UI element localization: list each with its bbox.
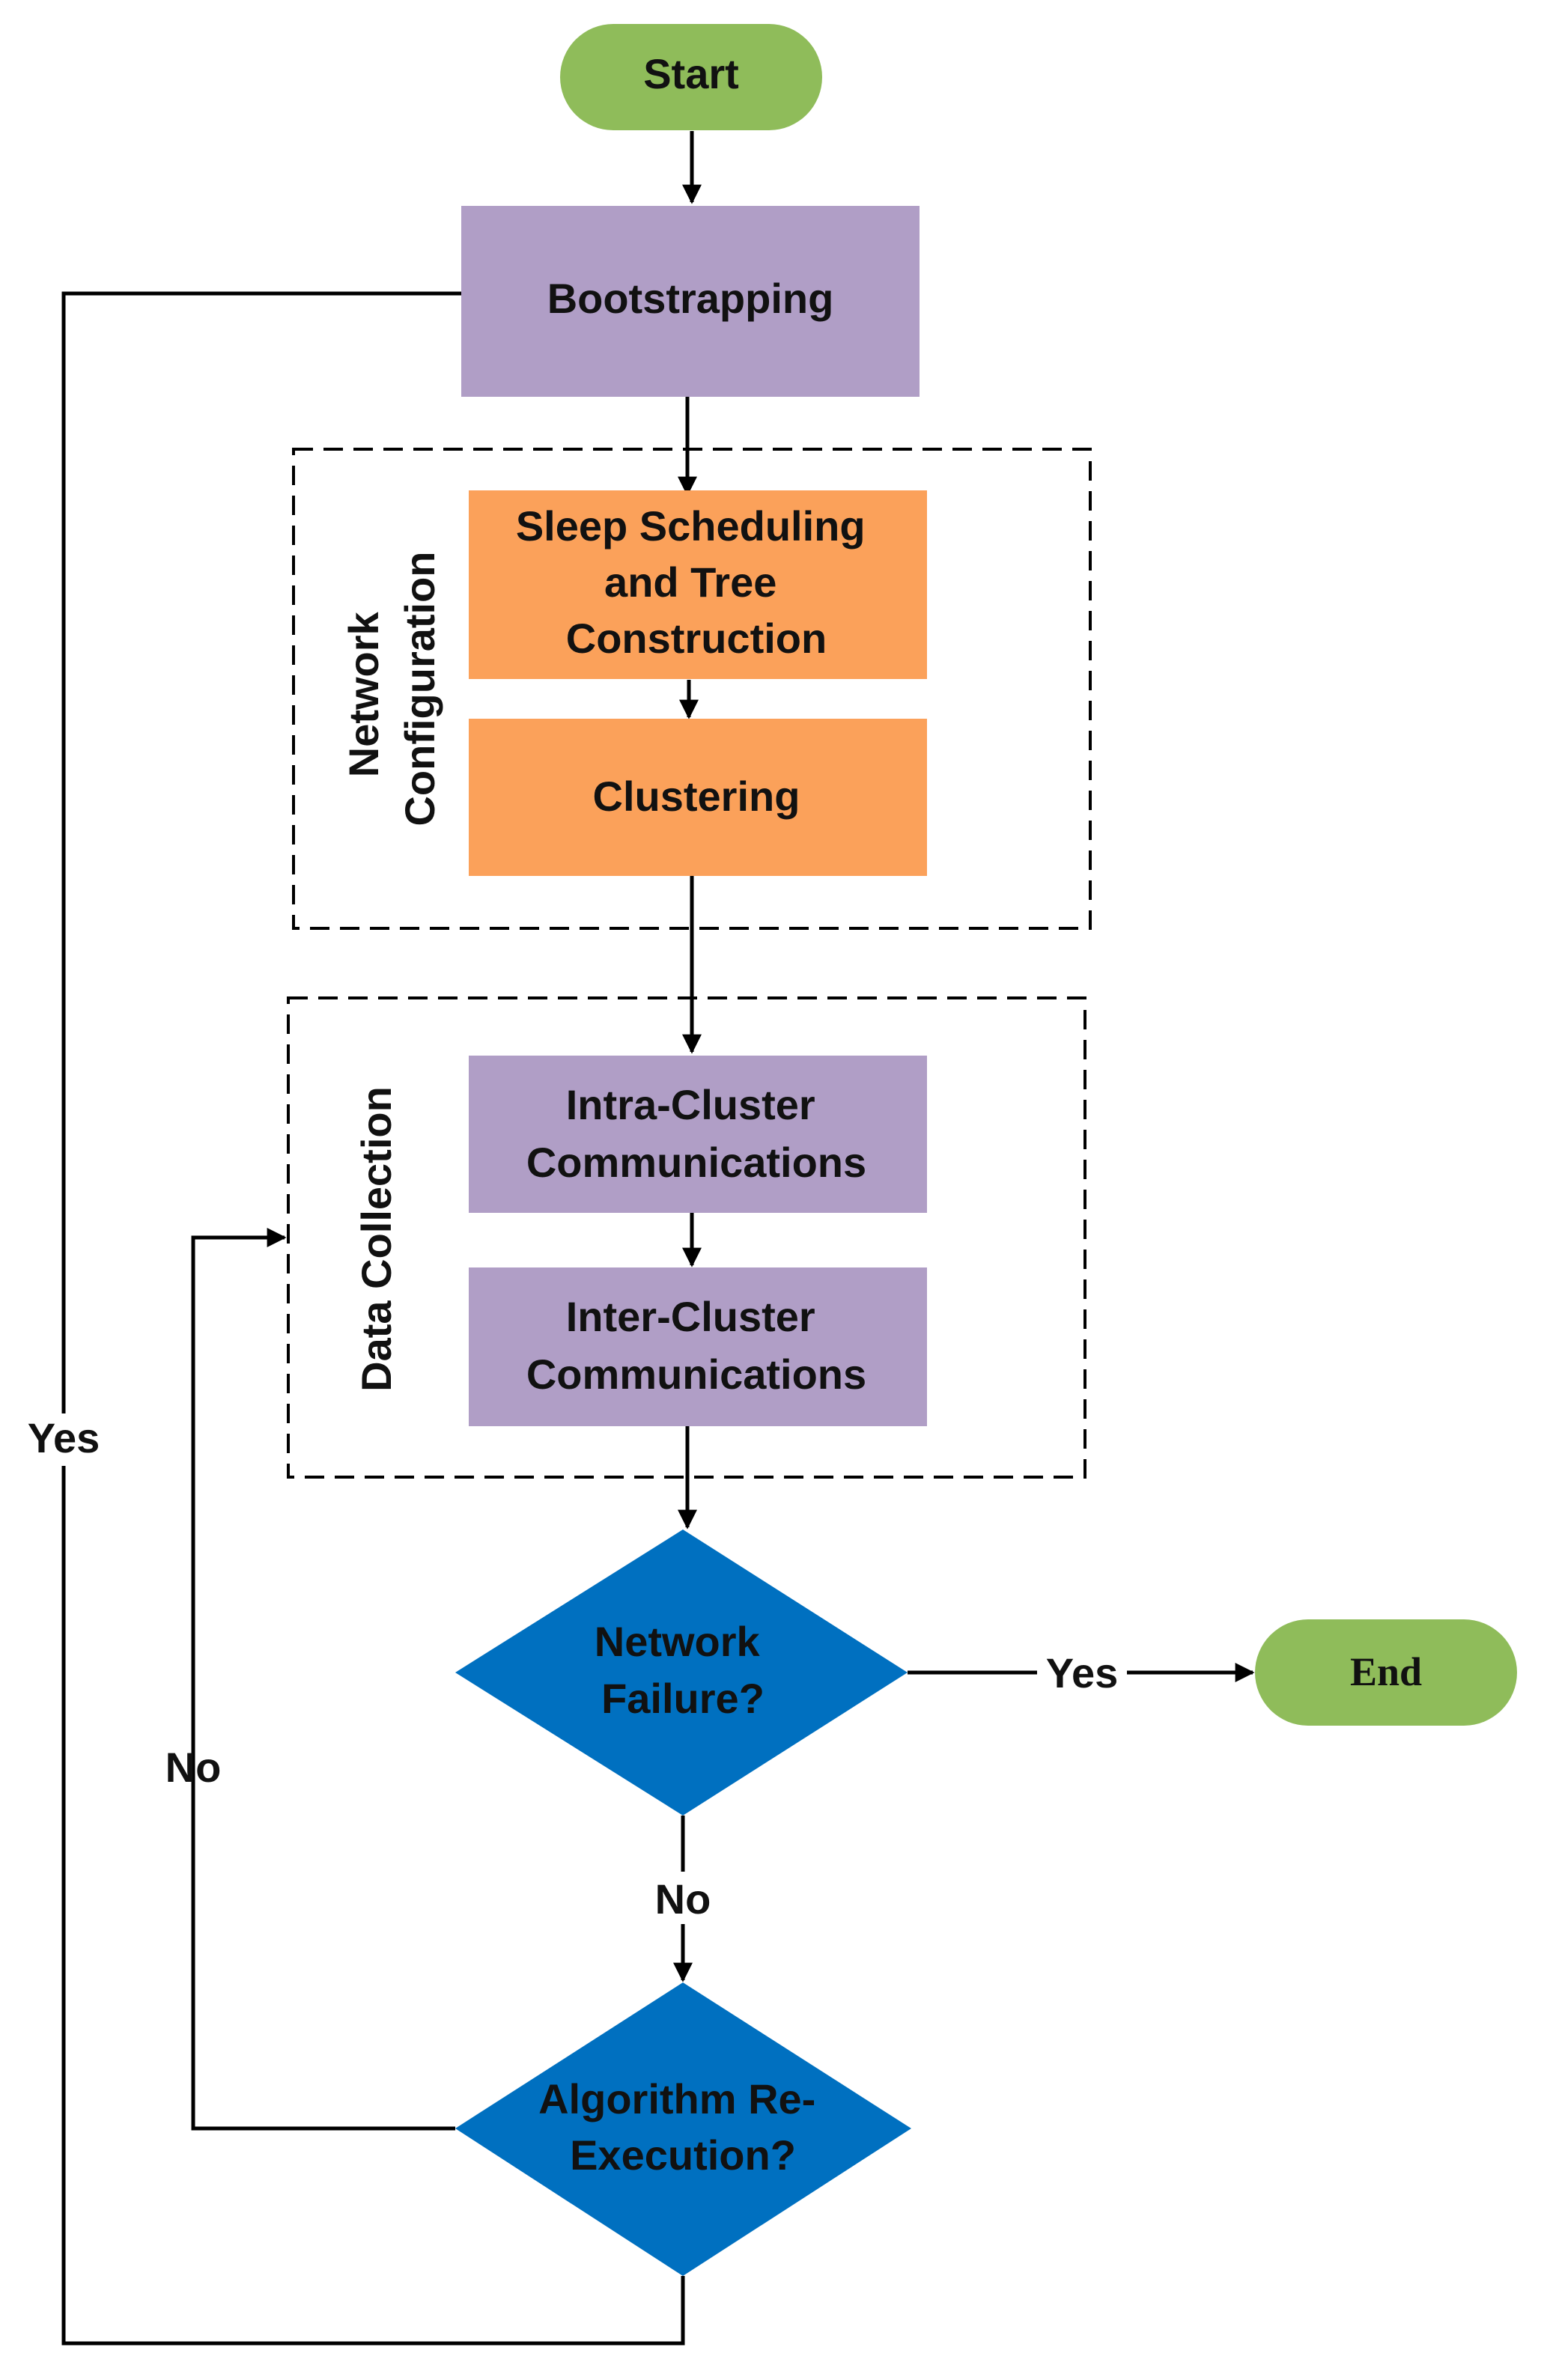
inter-cluster-box — [469, 1267, 927, 1426]
failure-no-label: No — [655, 1875, 711, 1923]
reexec-yes-label-bg — [21, 1413, 105, 1466]
inter-cluster-label: Inter-Cluster Communications — [526, 1293, 866, 1398]
reexec-no-label: No — [165, 1744, 222, 1791]
reexec-yes-label: Yes — [28, 1414, 100, 1461]
intra-cluster-box — [469, 1056, 927, 1213]
data-collection-group — [287, 996, 1086, 1479]
sleep-scheduling-box — [469, 490, 927, 679]
clustering-label: Clustering — [593, 773, 800, 820]
network-failure-decision — [455, 1530, 908, 1816]
start-terminal — [560, 24, 822, 130]
bootstrapping-label: Bootstrapping — [547, 275, 834, 322]
edge-reexec-yes — [61, 291, 685, 2346]
start-label: Start — [643, 50, 739, 97]
network-failure-label: Network Failure? — [595, 1618, 772, 1722]
data-collection-label: Data Collection — [353, 1086, 400, 1392]
edge-reexec-no — [191, 1228, 455, 2131]
sleep-scheduling-label: Sleep Scheduling and Tree Construction — [516, 502, 877, 662]
network-configuration-label: Network Configuration — [340, 551, 443, 826]
end-label: End — [1350, 1649, 1422, 1694]
end-terminal — [1255, 1619, 1517, 1726]
clustering-box — [469, 719, 927, 876]
algorithm-reexecution-label: Algorithm Re- Execution? — [538, 2075, 827, 2179]
algorithm-reexecution-decision — [455, 1982, 911, 2276]
bootstrapping-box — [461, 206, 920, 397]
network-configuration-group — [292, 448, 1092, 930]
failure-yes-label: Yes — [1046, 1649, 1119, 1696]
intra-cluster-label: Intra-Cluster Communications — [526, 1081, 866, 1186]
